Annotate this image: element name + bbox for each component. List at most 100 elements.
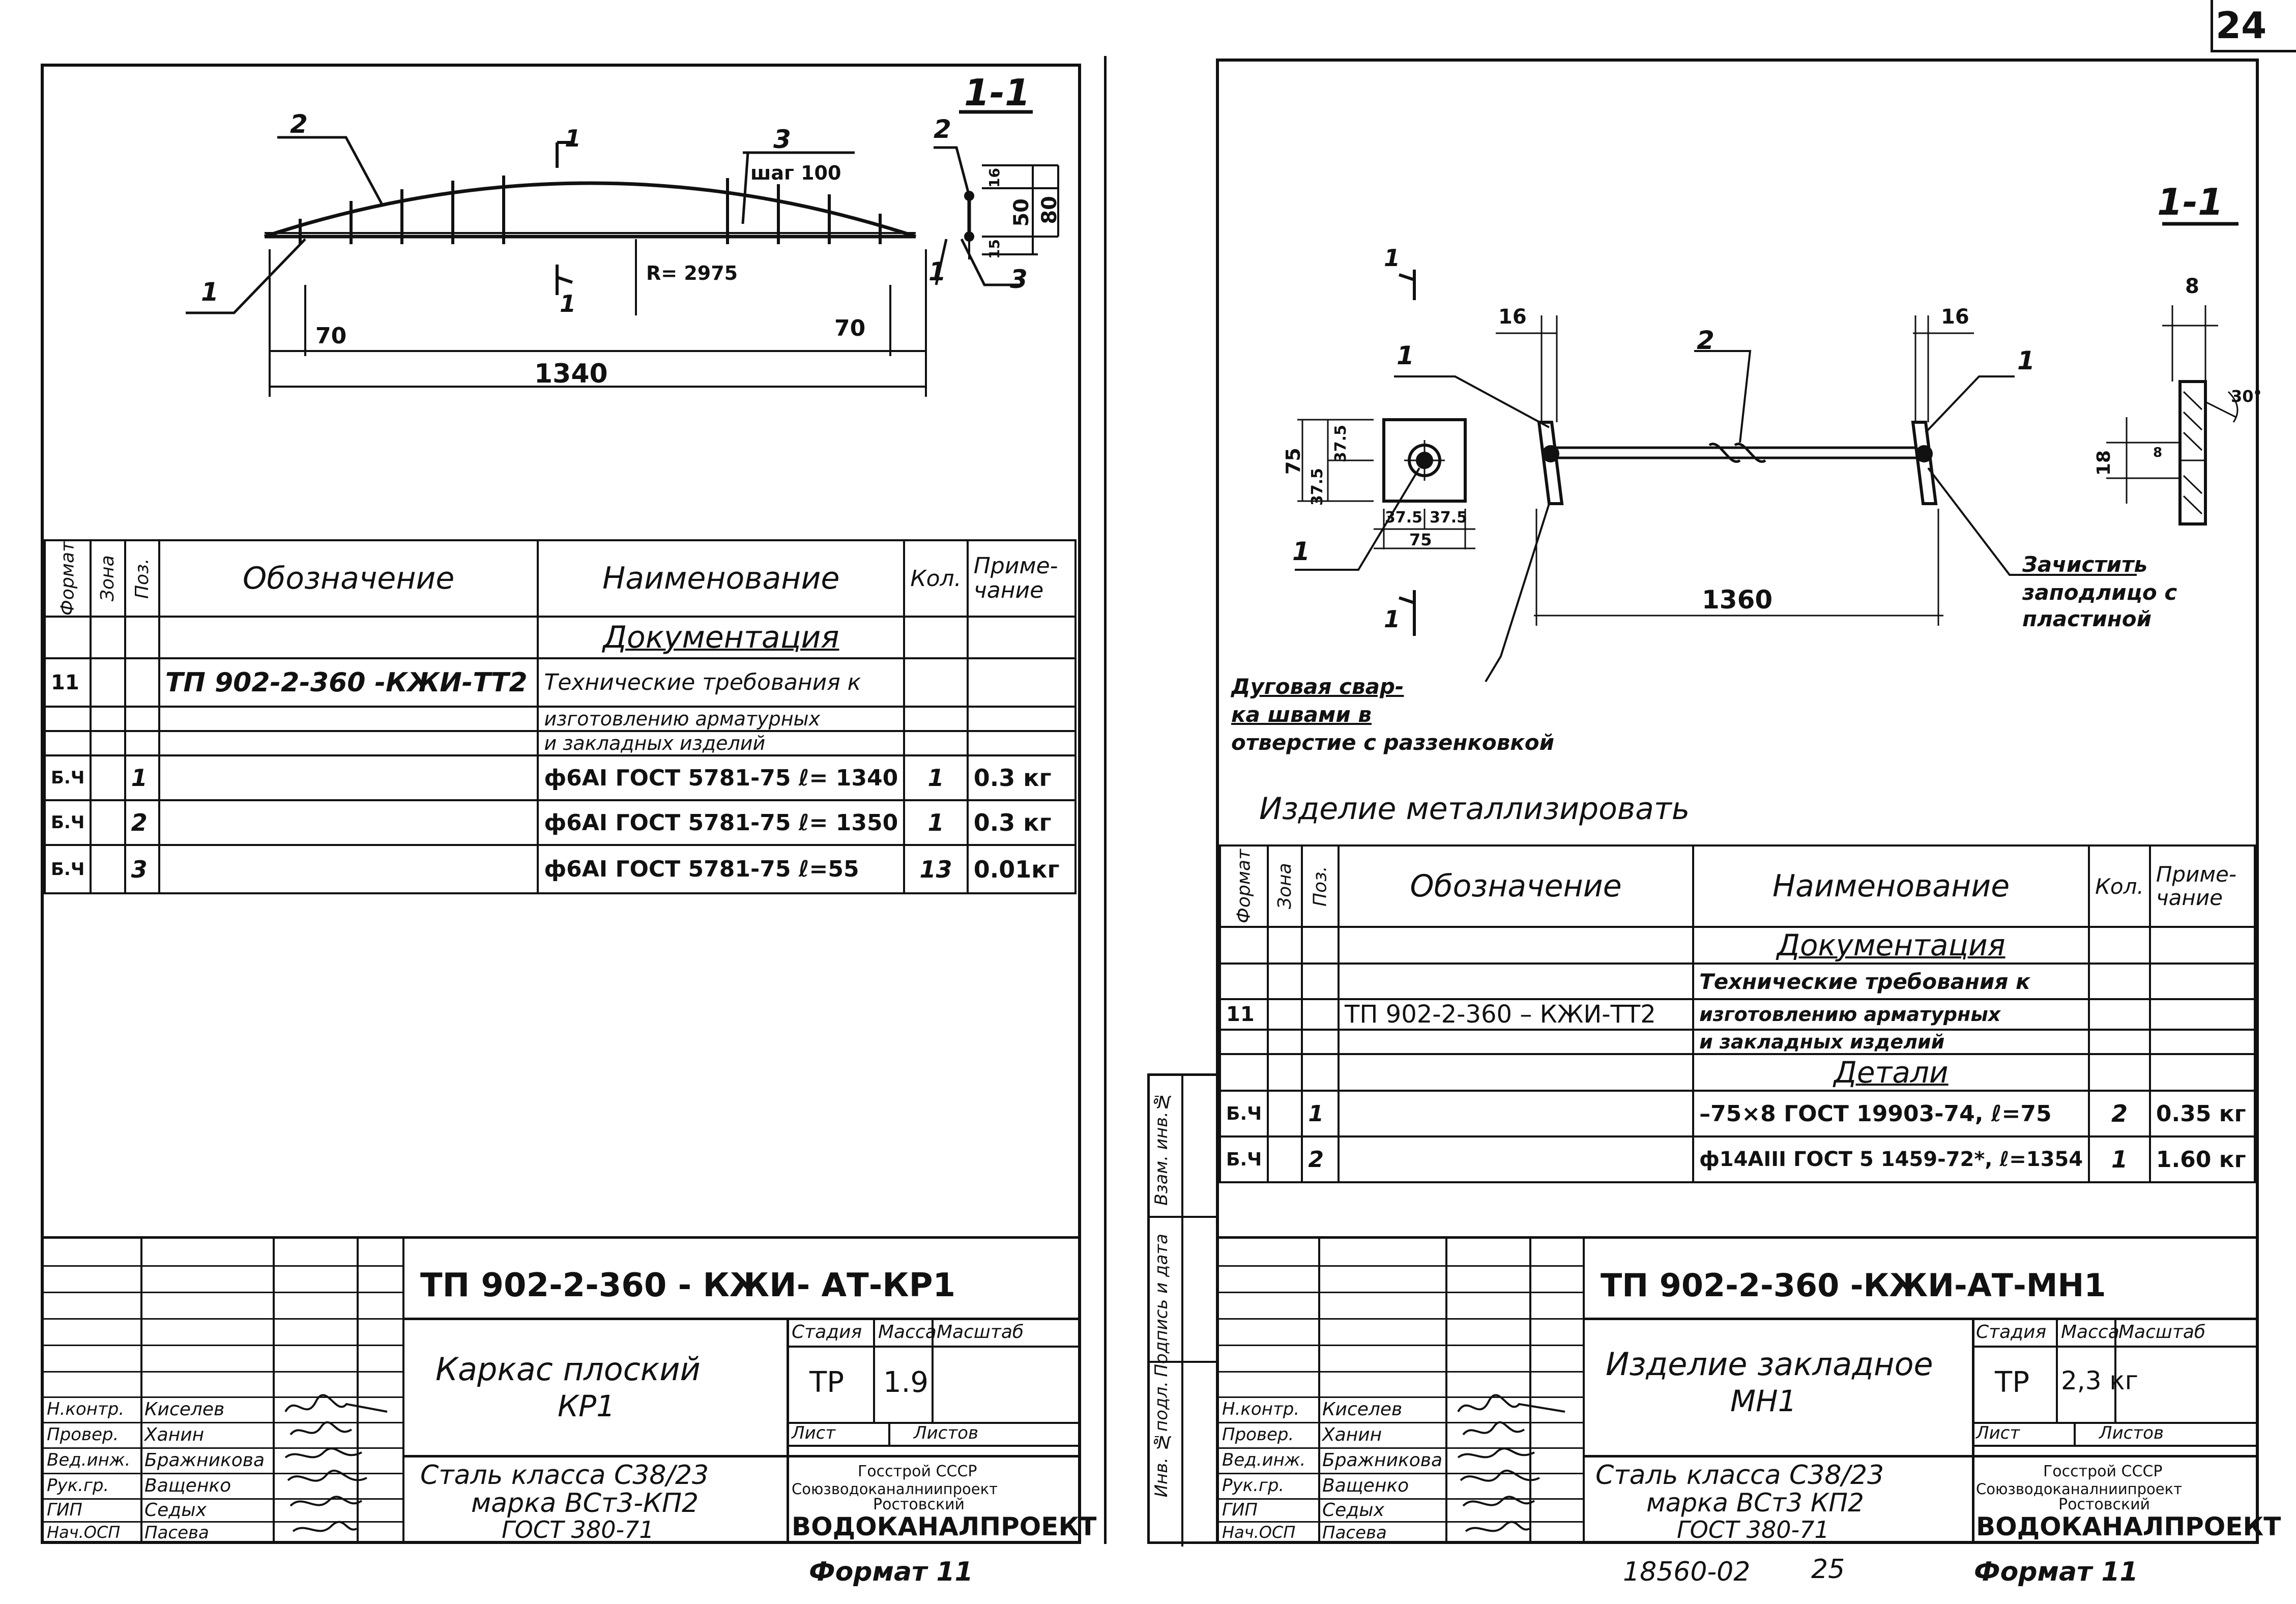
left-row5-zone [90, 844, 126, 895]
left-pitch-note: шаг 100 [750, 162, 841, 184]
left-row0-designation: ТП 902-2-360 -КЖИ-ТТ2 [158, 657, 539, 708]
left-callout-1: 1 [201, 277, 219, 307]
left-row1-note [966, 706, 1077, 733]
right-weld-note-2: ка швами в [1231, 702, 1372, 727]
left-row3-format: Б.Ч [43, 754, 92, 802]
right-signatures [1457, 1394, 1565, 1532]
right-row3-pos: 1 [1301, 1090, 1340, 1138]
right-section-label: 1-1 [2157, 181, 2224, 223]
right-signer-name-0: Киселев [1322, 1399, 1403, 1420]
left-signer-name-3: Ващенко [144, 1475, 231, 1496]
left-row2-note [966, 730, 1077, 757]
left-head-name: Наименование [537, 539, 906, 618]
right-material-3: ГОСТ 380-71 [1677, 1516, 1829, 1543]
right-scale-label: Масштаб [2118, 1322, 2206, 1343]
right-sec-callout-top: 1 [1384, 244, 1401, 272]
right-title-block: ТП 902-2-360 -КЖИ-АТ-МН1 Изделие закладн… [1219, 1236, 2281, 1543]
right-dim-375-h2: 37.5 [1430, 509, 1468, 527]
right-org-2: Союзводоканалниипроект [1976, 1480, 2183, 1498]
left-signer-role-2: Вед.инж. [47, 1450, 131, 1470]
right-dim-8: 8 [2185, 275, 2199, 298]
left-row3-pos: 1 [124, 754, 160, 802]
left-row0-zone [90, 657, 126, 708]
left-stage-value: ТР [809, 1366, 844, 1399]
right-head-designation: Обозначение [1337, 844, 1695, 928]
left-section-docs: Документация [537, 616, 906, 660]
left-row5-name: ф6AI ГОСТ 5781-75 ℓ=55 [537, 844, 906, 895]
left-row5-note: 0.01кг [966, 844, 1077, 895]
table-row: Б.Ч 1 ф6AI ГОСТ 5781-75 ℓ= 1340 1 0.3 кг [43, 754, 1077, 802]
right-signer-name-5: Пасева [1322, 1523, 1387, 1543]
left-row3-note: 0.3 кг [966, 754, 1077, 802]
right-row1-note [2148, 998, 2256, 1031]
left-head-note: Приме-чание [966, 539, 1077, 618]
right-row4-pos: 2 [1301, 1135, 1340, 1183]
right-row1-zone [1267, 998, 1303, 1031]
left-scale-label: Масштаб [937, 1322, 1024, 1343]
left-row2-designation [158, 730, 539, 757]
right-org-3: Ростовский [2058, 1496, 2150, 1513]
left-row2-format [43, 730, 92, 757]
right-section-parts: Детали [1692, 1053, 2090, 1092]
right-dim-1360: 1360 [1702, 585, 1773, 615]
right-footer-code: 18560-02 [1623, 1557, 1751, 1587]
left-table-header: Формат Зона Поз. Обозначение Наименовани… [45, 539, 1077, 618]
left-signer-role-0: Н.контр. [47, 1399, 125, 1419]
right-signer-role-2: Вед.инж. [1222, 1450, 1306, 1470]
left-section-label: 1-1 [964, 71, 1031, 114]
left-callout-1-bottom: 1 [560, 290, 576, 317]
left-row1-designation [158, 706, 539, 733]
left-org-2: Союзводоканалниипроект [792, 1480, 998, 1498]
left-row4-name: ф6AI ГОСТ 5781-75 ℓ= 1350 [537, 799, 906, 847]
right-row0-pos [1301, 963, 1340, 1000]
right-embedded-part-drawing [1295, 222, 2239, 683]
right-row2-zone [1267, 1029, 1303, 1055]
right-row1-qty [2088, 998, 2151, 1031]
right-binding-strip: Взам. инв.№ Подпись и дата Инв. №подл. [1147, 1073, 1218, 1547]
left-row0-pos [124, 657, 160, 708]
table-row: и закладных изделий [1218, 1029, 2256, 1055]
left-table-section-row: Документация [43, 616, 1077, 660]
right-row4-zone [1267, 1135, 1303, 1183]
left-mass-label: Масса [878, 1322, 937, 1343]
right-dim-30: 30° [2231, 387, 2262, 406]
right-dim-75-v: 75 [1282, 448, 1304, 475]
left-org-1: Госстрой СССР [858, 1463, 977, 1480]
left-row0-format: 11 [43, 657, 92, 708]
left-org-3: Ростовский [873, 1496, 965, 1513]
left-row0-note [966, 657, 1077, 708]
left-row2-name: и закладных изделий [537, 730, 906, 757]
left-mass-value: 1.9 [883, 1366, 929, 1399]
table-row: 11 ТП 902-2-360 – КЖИ-ТТ2 изготовлению а… [1218, 998, 2256, 1031]
right-signer-role-0: Н.контр. [1222, 1399, 1300, 1419]
left-head-designation: Обозначение [158, 539, 539, 618]
right-metallize-note: Изделие металлизировать [1259, 791, 1690, 827]
right-section-docs-text: Документация [1777, 928, 2006, 963]
left-row2-pos [124, 730, 160, 757]
right-org-1: Госстрой СССР [2043, 1463, 2163, 1480]
left-material-1: Сталь класса С38/23 [420, 1460, 709, 1491]
right-row0-name: Технические требования к [1692, 963, 2090, 1000]
left-signer-name-4: Седых [144, 1500, 207, 1521]
right-row3-zone [1267, 1090, 1303, 1138]
page-number-rule-h [2211, 50, 2296, 52]
right-row4-qty: 1 [2088, 1135, 2151, 1183]
right-row0-format [1218, 963, 1269, 1000]
left-sheet-label: Лист [792, 1423, 836, 1443]
left-sec-callout-3: 3 [1010, 265, 1028, 294]
right-callout-1a: 1 [1397, 341, 1414, 370]
right-row2-designation [1337, 1029, 1695, 1055]
left-dim-70-left: 70 [315, 323, 347, 349]
left-signer-name-2: Бражникова [144, 1450, 265, 1471]
left-row0-qty [903, 657, 969, 708]
table-row: Б.Ч 1 –75×8 ГОСТ 19903-74, ℓ=75 2 0.35 к… [1218, 1090, 2256, 1138]
left-row5-pos: 3 [124, 844, 160, 895]
right-org-4: ВОДОКАНАЛПРОЕКТ [1976, 1512, 2281, 1541]
left-signer-name-0: Киселев [144, 1399, 225, 1420]
left-doc-code: ТП 902-2-360 - КЖИ- АТ-КР1 [420, 1267, 956, 1304]
left-row4-zone [90, 799, 126, 847]
right-row4-format: Б.Ч [1218, 1135, 1269, 1183]
left-head-qty: Кол. [903, 539, 969, 618]
right-row3-name: –75×8 ГОСТ 19903-74, ℓ=75 [1692, 1090, 2090, 1138]
page-number: 24 [2216, 4, 2267, 47]
